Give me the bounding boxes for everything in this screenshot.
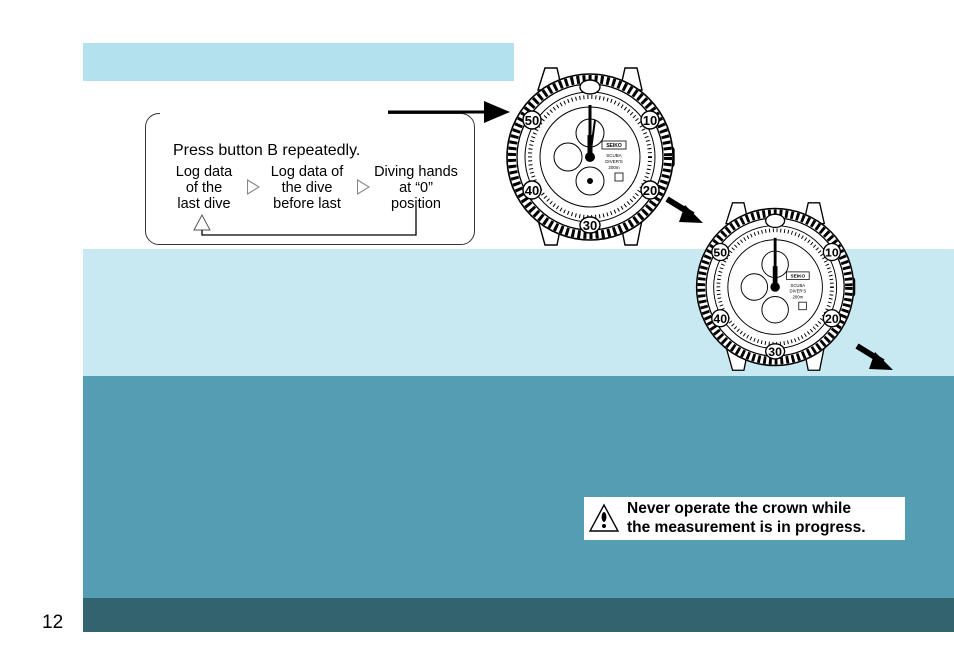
watch-dial-line-1: SCUBA	[791, 283, 806, 288]
watch-brand: SEIKO	[606, 143, 622, 149]
step-zero-position: Diving hands at “0” position	[374, 164, 458, 212]
bezel-40: 40	[713, 312, 727, 326]
bezel-20: 20	[825, 312, 839, 326]
watch-dial-line-2: DIVER'S	[790, 289, 807, 294]
header-band	[83, 43, 514, 81]
instruction-title: Press button B repeatedly.	[173, 142, 361, 159]
bezel-20: 20	[643, 183, 657, 198]
watch-dial-line-3: 200m	[608, 165, 620, 170]
step-dive-before-last: Log data of the dive before last	[270, 164, 344, 212]
bezel-10: 10	[643, 113, 657, 128]
bezel-40: 40	[525, 183, 539, 198]
diagonal-arrow	[855, 343, 893, 370]
watch-dial-line-3: 200m	[793, 294, 804, 299]
page-number: 12	[42, 612, 64, 633]
pointer-arrow	[388, 101, 510, 123]
bezel-30: 30	[583, 218, 597, 233]
next-step-arrow-icon	[247, 179, 260, 195]
footer-band	[83, 598, 954, 632]
return-loop-arrow-icon	[193, 208, 417, 236]
watch-dial-line-1: SCUBA	[606, 153, 622, 158]
bezel-50: 50	[713, 246, 727, 260]
step-last-dive: Log data of the last dive	[175, 164, 233, 212]
watch-illustration-1: SEIKO SCUBA DIVER'S 200m 50 10 20 30 40	[506, 67, 675, 246]
warning-triangle-icon	[588, 503, 620, 532]
next-step-arrow-icon	[357, 179, 370, 195]
bezel-50: 50	[525, 113, 539, 128]
watch-dial-line-2: DIVER'S	[605, 159, 623, 164]
bezel-10: 10	[825, 246, 839, 260]
bezel-30: 30	[768, 345, 782, 359]
diagonal-arrow	[665, 196, 703, 223]
watch-brand: SEIKO	[790, 274, 805, 280]
warning-text: Never operate the crown while the measur…	[627, 500, 866, 536]
warning-box: Never operate the crown while the measur…	[584, 497, 905, 540]
watch-illustration-2: SEIKO SCUBA DIVER'S 200m 50 10 20 30 40	[695, 202, 856, 371]
mid-blue-band	[83, 376, 954, 598]
